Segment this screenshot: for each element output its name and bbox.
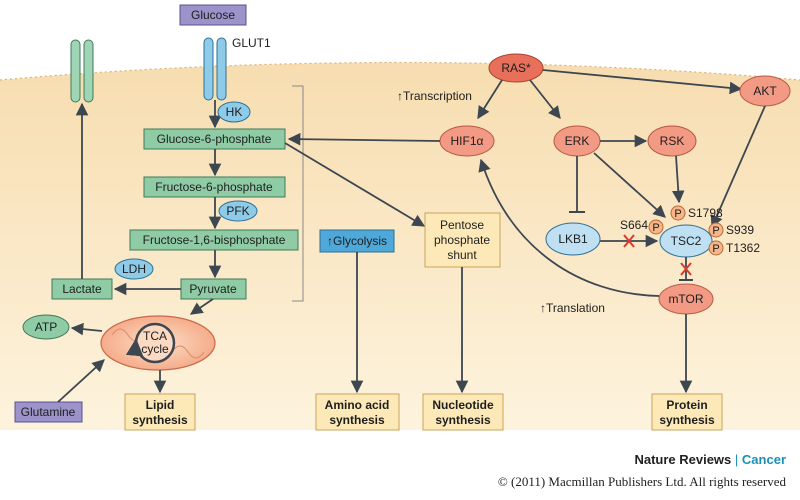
- arrow-glutamine-to-mitochondrion: [57, 359, 105, 403]
- t1362-label: T1362: [726, 241, 760, 255]
- hif1a-label: HIF1α: [451, 134, 484, 148]
- arrow-pyruvate-to-mitochondrion: [189, 298, 214, 315]
- ldh-enzyme: [114, 258, 154, 280]
- lactate-label: Lactate: [62, 282, 102, 296]
- lipid-synthesis-box: [124, 393, 196, 431]
- hk-enzyme: [217, 101, 251, 123]
- erk-label: ERK: [565, 134, 590, 148]
- glut1-label: GLUT1: [232, 36, 271, 50]
- arrow-rsk-to-tsc2: [671, 155, 685, 204]
- rsk-label: RSK: [660, 134, 685, 148]
- protein-synthesis-box: [651, 393, 723, 431]
- glycolysis-label: ↑Glycolysis: [327, 234, 387, 248]
- pfk-enzyme: [218, 200, 258, 222]
- arrow-akt-to-tsc2: [710, 105, 766, 229]
- translation-label: ↑Translation: [540, 301, 605, 315]
- phospho-s1798-p: P: [674, 208, 681, 220]
- pps-label-line3: shunt: [447, 248, 477, 262]
- phospho-s939: [708, 222, 724, 238]
- lactate-transporter: [70, 39, 94, 103]
- block-x-tsc2-mtor: [680, 262, 692, 276]
- lkb1-label: LKB1: [558, 232, 588, 246]
- glucose-box: [179, 4, 247, 26]
- phospho-t1362: [708, 240, 724, 256]
- lipid-label-line1: Lipid: [146, 398, 175, 412]
- copyright-notice: © (2011) Macmillan Publishers Ltd. All r…: [497, 474, 786, 489]
- atp-label: ATP: [35, 320, 57, 334]
- phospho-t1362-p: P: [712, 243, 719, 255]
- amino-label-line1: Amino acid: [325, 398, 390, 412]
- transcription-label: ↑Transcription: [397, 89, 472, 103]
- tca-label-line1: TCA: [143, 329, 167, 343]
- phospho-s664: [648, 219, 664, 235]
- journal-separator: |: [734, 452, 739, 467]
- s664-label: S664: [620, 218, 648, 232]
- phospho-s1798: [670, 205, 686, 221]
- ras-label: RAS*: [501, 61, 531, 75]
- f16bp-label: Fructose-1,6-bisphosphate: [143, 233, 286, 247]
- journal-section: Cancer: [741, 452, 786, 467]
- arrow-hif1a-to-g6p: [287, 132, 441, 146]
- ras-node: [488, 53, 544, 83]
- akt-label: AKT: [753, 84, 777, 98]
- nucleotide-synthesis-box: [422, 393, 504, 431]
- arrow-g6p-to-pps: [284, 142, 426, 227]
- cell-membrane: [0, 61, 800, 81]
- amino-label-line2: synthesis: [329, 413, 385, 427]
- phospho-s664-p: P: [652, 222, 659, 234]
- hk-label: HK: [226, 105, 243, 119]
- amino-acid-synthesis-box: [315, 393, 400, 431]
- block-x-lkb1-tsc2: [623, 234, 635, 248]
- nucleotide-label-line1: Nucleotide: [432, 398, 494, 412]
- s939-label: S939: [726, 223, 754, 237]
- arrow-mtor-to-hif1a: [478, 158, 660, 297]
- arrow-erk-to-tsc2: [593, 152, 666, 218]
- journal-credit: Nature Reviews | Cancer: [366, 452, 786, 467]
- tca-cycle-arrow: [125, 338, 144, 357]
- lkb1-node: [545, 222, 601, 256]
- arrow-ras-to-erk: [529, 79, 561, 119]
- ldh-label: LDH: [122, 262, 146, 276]
- pentose-phosphate-box: [424, 212, 501, 268]
- glut1-transporter: [203, 37, 227, 101]
- f16bp-box: [129, 229, 299, 251]
- pyruvate-label: Pyruvate: [189, 282, 237, 296]
- atp-node: [22, 314, 70, 340]
- arrow-ras-to-akt: [542, 69, 743, 95]
- g6p-label: Glucose-6-phosphate: [157, 132, 272, 146]
- nucleotide-label-line2: synthesis: [435, 413, 491, 427]
- f6p-label: Fructose-6-phosphate: [155, 180, 273, 194]
- glutamine-box: [14, 401, 83, 423]
- arrow-ras-to-hif1a: [477, 79, 503, 120]
- glucose-label: Glucose: [191, 8, 235, 22]
- pps-label-line2: phosphate: [434, 233, 490, 247]
- journal-name: Nature Reviews: [634, 452, 732, 467]
- glutamine-label: Glutamine: [21, 405, 76, 419]
- mtor-label: mTOR: [668, 292, 703, 306]
- pfk-label: PFK: [226, 204, 249, 218]
- tca-label-line2: cycle: [141, 342, 169, 356]
- s1798-label: S1798: [688, 206, 723, 220]
- rsk-node: [647, 125, 697, 157]
- arrow-mitochondrion-to-atp: [70, 322, 103, 336]
- glycolysis-bracket: [292, 85, 304, 302]
- pps-label-line1: Pentose: [440, 218, 484, 232]
- protein-label-line1: Protein: [666, 398, 707, 412]
- lipid-label-line2: synthesis: [132, 413, 188, 427]
- tsc2-label: TSC2: [671, 234, 702, 248]
- protein-label-line2: synthesis: [659, 413, 715, 427]
- phospho-s939-p: P: [712, 225, 719, 237]
